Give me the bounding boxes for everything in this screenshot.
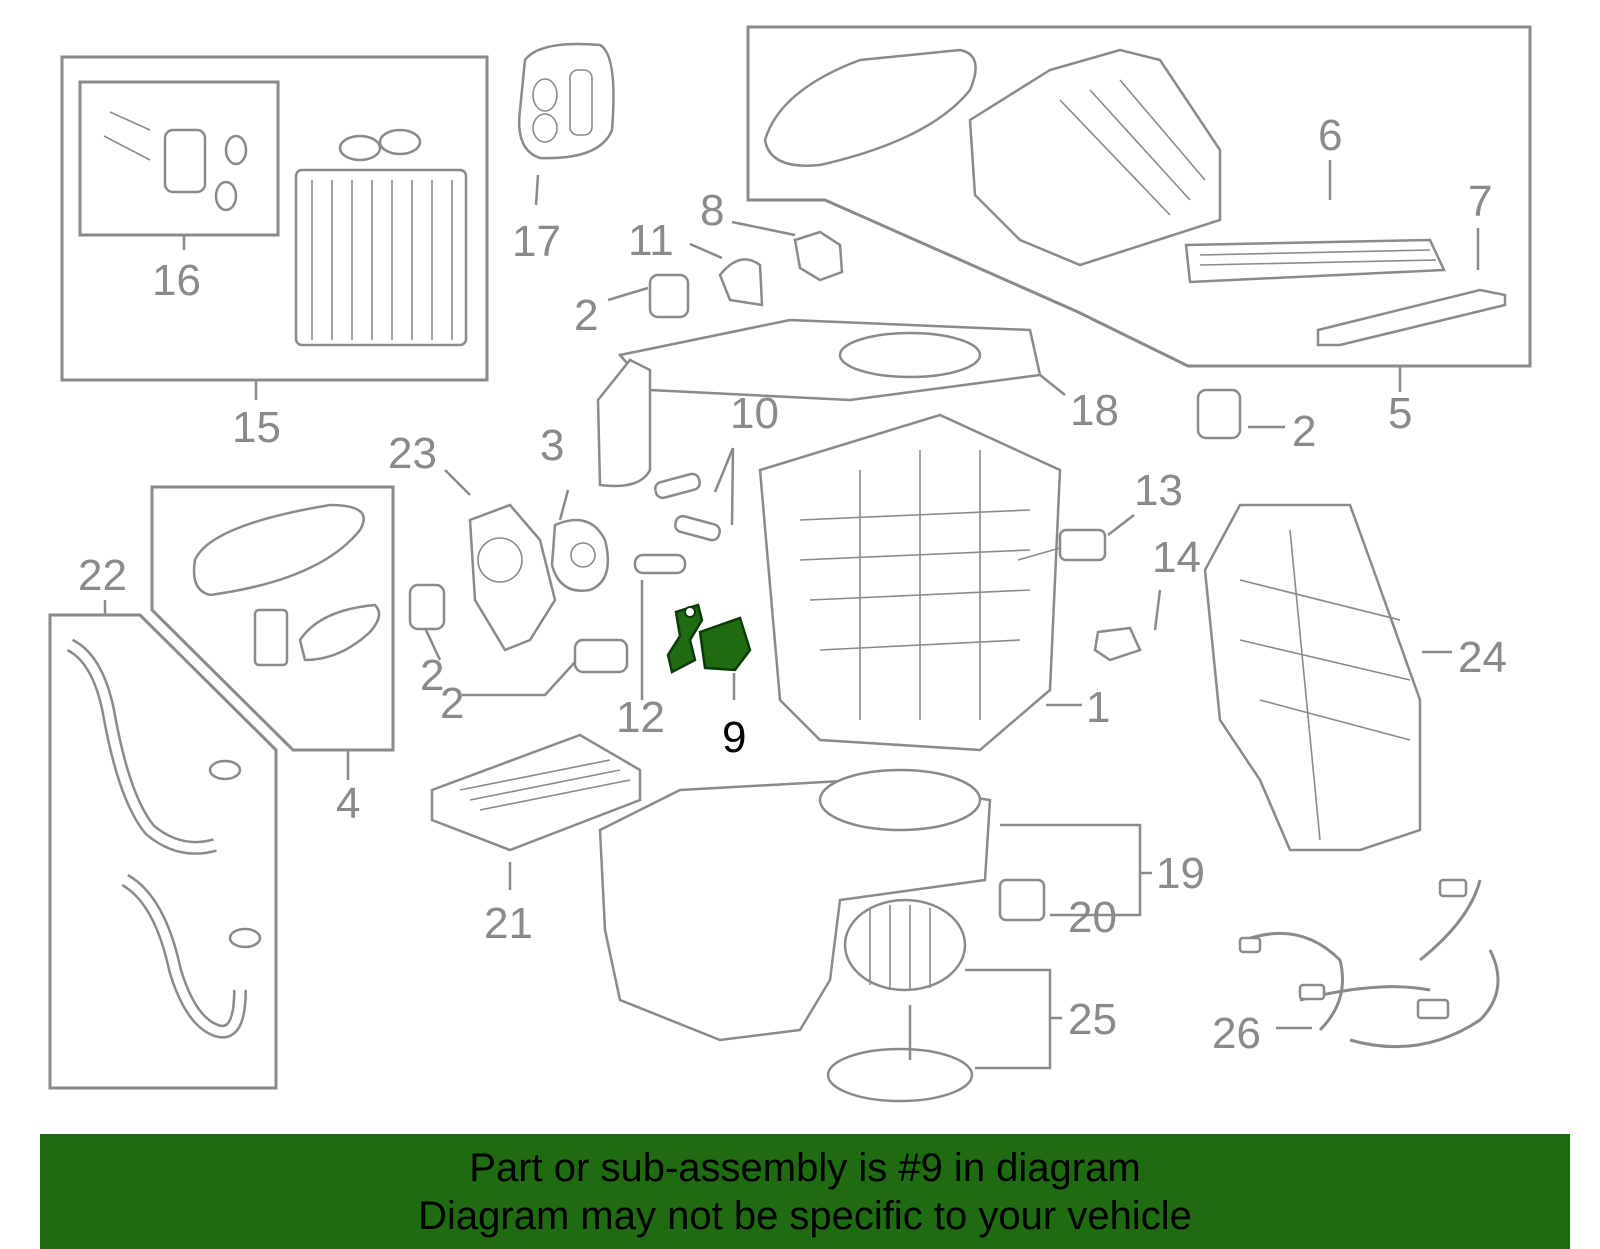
group-box-16: [78, 80, 280, 237]
callout-11: 11: [628, 216, 674, 265]
callout-8: 8: [700, 186, 724, 235]
callout-6: 6: [1318, 111, 1342, 160]
callout-5: 5: [1388, 389, 1412, 438]
info-banner: Part or sub-assembly is #9 in diagram Di…: [40, 1134, 1570, 1249]
callout-22: 22: [78, 551, 127, 600]
callout-2-top: 2: [574, 291, 598, 340]
callout-16: 16: [152, 256, 201, 305]
callout-24: 24: [1458, 633, 1507, 682]
callout-3: 3: [540, 421, 564, 470]
banner-line-1: Part or sub-assembly is #9 in diagram: [469, 1145, 1141, 1190]
part-18-upper-case: [596, 318, 1042, 488]
part-22-pipes: [66, 638, 262, 1039]
callout-10: 10: [730, 389, 779, 438]
callout-15: 15: [232, 403, 281, 452]
callout-17: 17: [512, 217, 561, 266]
part-26-harness: [1238, 878, 1500, 1049]
banner-line-2: Diagram may not be specific to your vehi…: [418, 1193, 1192, 1238]
callout-23: 23: [388, 429, 437, 478]
group-box-22: [48, 613, 278, 1090]
part-1-hvac-case: [758, 413, 1062, 752]
part-4-seals: [192, 503, 381, 667]
group-box-4: [150, 485, 395, 752]
part-21-heater-core: [430, 733, 642, 852]
part-24-lower-case: [1203, 503, 1422, 852]
part-16-kit: [103, 111, 248, 212]
callout-2-bottom: 2: [440, 679, 464, 728]
callout-labels: 1 2 2 2 2 3 4 5 6 7 8 9 10 11 12 13 14 1…: [78, 111, 1507, 1058]
callout-21: 21: [484, 899, 533, 948]
part-25-blower-motor: [826, 898, 974, 1103]
group-box-5: [746, 25, 1532, 368]
callout-12: 12: [616, 693, 665, 742]
callout-7: 7: [1468, 177, 1492, 226]
part-2-sensors: [408, 273, 1242, 674]
part-19-blower-case: [598, 768, 1046, 1042]
part-11-8-10-12-links: [633, 230, 844, 575]
callout-18: 18: [1070, 386, 1119, 435]
part-3-actuator: [550, 518, 610, 592]
part-13-14-sensors: [1017, 528, 1142, 662]
callout-25: 25: [1068, 995, 1117, 1044]
callout-2-right: 2: [1292, 407, 1316, 456]
part-23-actuator: [468, 503, 557, 652]
part-17-seal: [517, 42, 615, 160]
callout-13: 13: [1134, 466, 1183, 515]
group-box-15: [60, 55, 489, 382]
part-5-6-blower-inlet: [763, 48, 1507, 347]
callout-20: 20: [1068, 893, 1117, 942]
callout-26: 26: [1212, 1009, 1261, 1058]
part-15-evaporator: [294, 128, 468, 347]
callout-14: 14: [1152, 533, 1201, 582]
leader-lines: [103, 160, 1480, 1070]
callout-1: 1: [1086, 683, 1110, 732]
callout-2-left: 2: [420, 651, 444, 700]
callout-4: 4: [336, 779, 360, 828]
callout-9[interactable]: 9: [722, 713, 746, 762]
callout-19: 19: [1156, 849, 1205, 898]
part-9-highlighted[interactable]: [666, 603, 752, 674]
